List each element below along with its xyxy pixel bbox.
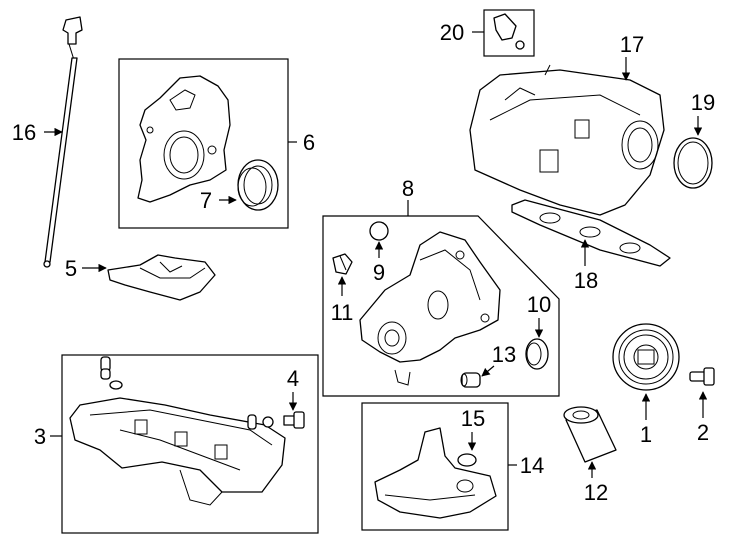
callout-9: 9 xyxy=(373,260,385,285)
strainer-group-box xyxy=(361,402,509,531)
crankshaft-pulley-part xyxy=(612,323,680,391)
oil-pan-group-box xyxy=(61,354,319,534)
callout-6: 6 xyxy=(303,130,315,155)
callout-15: 15 xyxy=(461,406,485,431)
callout-4: 4 xyxy=(287,366,299,391)
timing-cover-part xyxy=(137,75,231,203)
manifold-gasket-part xyxy=(511,199,671,267)
front-seal-part xyxy=(525,338,549,370)
callout-2: 2 xyxy=(697,420,709,445)
callout-20: 20 xyxy=(440,20,464,45)
oil-pump-group-box xyxy=(322,215,560,397)
callout-10: 10 xyxy=(527,292,551,317)
callout-19: 19 xyxy=(691,90,715,115)
oil-filter-part xyxy=(563,406,617,463)
callout-12: 12 xyxy=(584,480,608,505)
baffle-plate-part xyxy=(107,254,216,301)
strainer-o-ring-part xyxy=(457,453,477,467)
oil-pump-part xyxy=(359,231,501,386)
dipstick-part xyxy=(43,16,83,268)
callout-16: 16 xyxy=(12,120,36,145)
timing-cover-group-box xyxy=(118,58,289,229)
callout-13: 13 xyxy=(492,342,516,367)
oil-strainer-part xyxy=(374,427,497,519)
callout-17: 17 xyxy=(620,32,644,57)
throttle-gasket-part xyxy=(673,137,713,189)
callout-7: 7 xyxy=(200,188,212,213)
intake-manifold-part xyxy=(469,64,665,216)
cover-seal-part xyxy=(237,159,279,211)
callout-8: 8 xyxy=(402,176,414,201)
callout-14: 14 xyxy=(520,453,544,478)
relief-valve-part xyxy=(332,253,353,275)
leader-line-13 xyxy=(481,365,495,377)
oil-pan-part xyxy=(69,397,286,506)
callout-5: 5 xyxy=(65,256,77,281)
callout-18: 18 xyxy=(574,268,598,293)
callout-11: 11 xyxy=(331,300,354,325)
filter-adapter-part xyxy=(460,372,481,388)
pcv-valve-group-box xyxy=(483,9,535,57)
drain-plug-part xyxy=(283,411,305,429)
pcv-valve-part xyxy=(493,13,525,50)
dowel-pins-part xyxy=(100,356,274,430)
callout-1: 1 xyxy=(640,422,652,447)
o-ring-part xyxy=(369,221,389,241)
pulley-bolt-part xyxy=(689,367,715,386)
callout-3: 3 xyxy=(34,424,46,449)
